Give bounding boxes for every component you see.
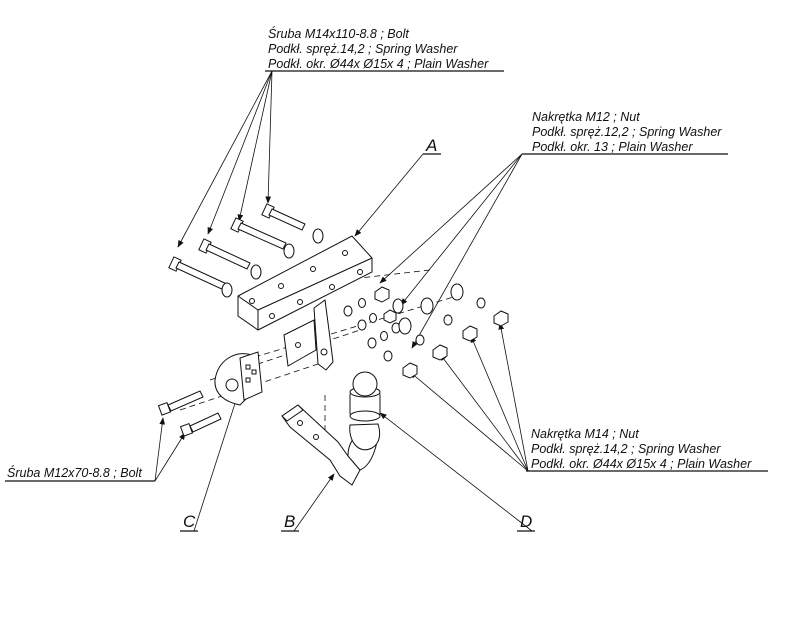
leader-lines-lower-right bbox=[409, 322, 529, 472]
leader-lines-top bbox=[177, 70, 273, 248]
bolt-m14-3 bbox=[230, 217, 287, 250]
callout-top-bolt-washers: Śruba M14x110-8.8 ; Bolt Podkł. spręż.14… bbox=[265, 26, 504, 72]
nuts-washers-m12 bbox=[343, 286, 401, 349]
callout-top-line-2: Podkł. spręż.14,2 ; Spring Washer bbox=[268, 42, 458, 56]
callout-upper-right-line-2: Podkł. spręż.12,2 ; Spring Washer bbox=[532, 125, 722, 139]
callout-top-line-1: Śruba M14x110-8.8 ; Bolt bbox=[268, 26, 409, 41]
svg-text:D: D bbox=[520, 512, 532, 531]
bracket-a bbox=[237, 235, 373, 331]
callout-lower-right-nut-washers: Nakrętka M14 ; Nut Podkł. spręż.14,2 ; S… bbox=[526, 427, 768, 472]
callout-upper-right-nut-washers: Nakrętka M12 ; Nut Podkł. spręż.12,2 ; S… bbox=[522, 110, 728, 155]
callout-upper-right-line-1: Nakrętka M12 ; Nut bbox=[532, 110, 640, 124]
callout-top-line-3: Podkł. okr. Ø44x Ø15x 4 ; Plain Washer bbox=[268, 57, 489, 71]
callout-left-line-1: Śruba M12x70-8.8 ; Bolt bbox=[7, 465, 142, 480]
callout-lower-right-line-2: Podkł. spręż.14,2 ; Spring Washer bbox=[531, 442, 721, 456]
bolt-m14-4 bbox=[261, 203, 306, 231]
leader-lines-upper-right bbox=[379, 153, 523, 349]
washers-m14-upper bbox=[221, 228, 324, 298]
svg-text:B: B bbox=[284, 512, 295, 531]
callout-upper-right-line-3: Podkł. okr. 13 ; Plain Washer bbox=[532, 140, 693, 154]
callout-left-bolt: Śruba M12x70-8.8 ; Bolt bbox=[5, 465, 155, 482]
callout-lower-right-line-1: Nakrętka M14 ; Nut bbox=[531, 427, 639, 441]
part-letter-c: C bbox=[180, 512, 198, 532]
bolts-m14-upper bbox=[168, 203, 324, 298]
leader-lines-letters bbox=[193, 153, 533, 532]
svg-text:C: C bbox=[183, 512, 196, 531]
part-letter-b: B bbox=[281, 512, 299, 532]
nuts-washers-m14 bbox=[383, 283, 509, 379]
socket-plate-c bbox=[214, 351, 263, 406]
bolt-m12-2 bbox=[179, 412, 222, 437]
mounting-lug bbox=[283, 299, 334, 371]
bolts-m12 bbox=[157, 390, 222, 437]
leader-lines-left bbox=[154, 417, 186, 482]
callout-lower-right-line-3: Podkł. okr. Ø44x Ø15x 4 ; Plain Washer bbox=[531, 457, 752, 471]
svg-text:A: A bbox=[425, 136, 437, 155]
tow-ball-d bbox=[349, 371, 381, 451]
part-letter-a: A bbox=[423, 136, 441, 155]
bolt-m14-1 bbox=[168, 256, 230, 292]
bolt-m12-1 bbox=[157, 390, 204, 416]
bolt-m14-2 bbox=[198, 238, 251, 270]
